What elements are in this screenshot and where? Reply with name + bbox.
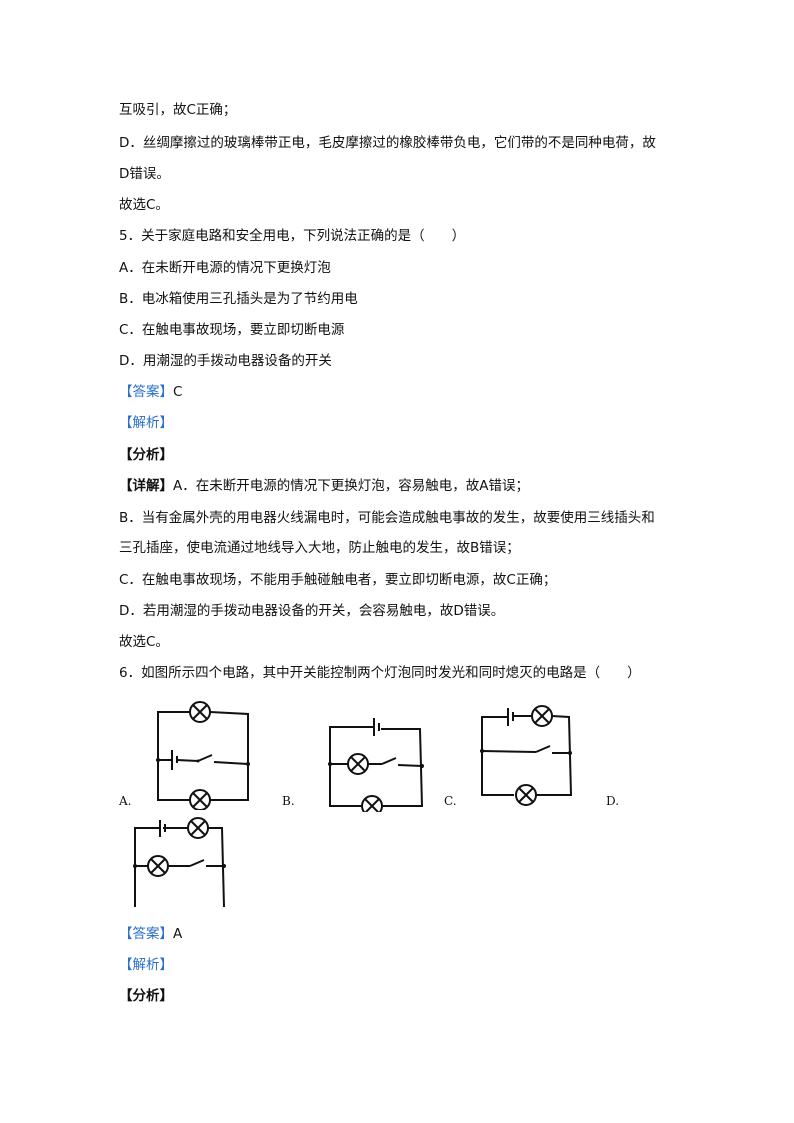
text-line: D．丝绸摩擦过的玻璃棒带正电，毛皮摩擦过的橡胶棒带负电，它们带的不是同种电荷，故 (119, 135, 656, 151)
option-d-label: D. (606, 794, 620, 808)
fenxi-tag: 【分析】 (119, 988, 173, 1004)
option-c: C．在触电事故现场，要立即切断电源 (119, 322, 345, 338)
fenxi-tag: 【分析】 (119, 447, 173, 463)
analysis-tag: 【解析】 (119, 415, 173, 431)
question-6: 6．如图所示四个电路，其中开关能控制两个灯泡同时发光和同时熄灭的电路是（ ） (119, 665, 641, 681)
answer-value: A (173, 926, 183, 942)
text-line: D．若用潮湿的手拨动电器设备的开关，会容易触电，故D错误。 (119, 603, 505, 619)
answer-value: C (173, 384, 183, 400)
text-line: C．在触电事故现场，不能用手触碰触电者，要立即切断电源，故C正确； (119, 572, 557, 588)
text-line: D错误。 (119, 166, 170, 182)
detail-tag: 【详解】 (119, 478, 173, 494)
detail-line: 【详解】A．在未断开电源的情况下更换灯泡，容易触电，故A错误； (119, 477, 529, 495)
question-5: 5．关于家庭电路和安全用电，下列说法正确的是（ ） (119, 228, 466, 244)
answer-tag: 【答案】 (119, 384, 173, 400)
answer-line-6: 【答案】A (119, 925, 182, 943)
option-a: A．在未断开电源的情况下更换灯泡 (119, 260, 331, 276)
option-b: B．电冰箱使用三孔插头是为了节约用电 (119, 291, 358, 307)
text-line: 故选C。 (119, 197, 169, 213)
circuit-c-diagram (480, 705, 573, 806)
text-line: 三孔插座，使电流通过地线导入大地，防止触电的发生，故B错误； (119, 540, 520, 556)
option-c-label: C. (444, 794, 457, 808)
text-line: 互吸引，故C正确； (119, 102, 237, 118)
circuit-b-diagram (328, 718, 424, 812)
analysis-tag: 【解析】 (119, 957, 173, 973)
detail-text: A．在未断开电源的情况下更换灯泡，容易触电，故A错误； (173, 478, 529, 494)
circuit-a-diagram (156, 701, 250, 810)
answer-tag: 【答案】 (119, 926, 173, 942)
text-line: B．当有金属外壳的用电器火线漏电时，可能会造成触电事故的发生，故要使用三线插头和 (119, 510, 655, 526)
option-b-label: B. (282, 794, 295, 808)
answer-line: 【答案】C (119, 383, 182, 401)
option-a-label: A. (119, 794, 132, 808)
text-line: 故选C。 (119, 634, 169, 650)
option-d: D．用潮湿的手拨动电器设备的开关 (119, 353, 332, 369)
circuit-d-diagram (133, 817, 226, 908)
